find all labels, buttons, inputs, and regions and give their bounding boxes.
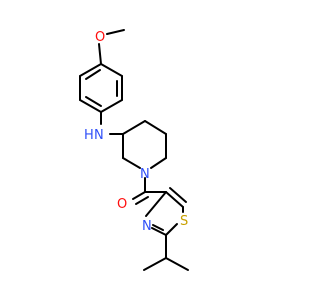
structure-svg: O N H N O N S (79, 29, 189, 271)
bond-pip4 (150, 157, 167, 169)
bond-thz-c4c5-double (169, 187, 187, 203)
bond-ar-double2 (85, 96, 102, 107)
bond-o-aryl (98, 43, 102, 65)
bond-ar-double3 (85, 69, 101, 80)
bond-methyl-o (106, 29, 125, 35)
atom-n-piperidine: N (140, 167, 150, 182)
bond-ar3 (100, 99, 123, 113)
bond-thz-sc2 (165, 223, 178, 236)
bond-co-a (132, 191, 146, 200)
bond-pip2 (144, 120, 167, 135)
bond-ch-me1 (143, 257, 167, 271)
atom-s-thiazole: S (180, 214, 188, 229)
bond-thz-c4c5 (165, 191, 184, 208)
atom-n-thiazole: N (142, 219, 152, 234)
bond-pip5 (122, 157, 141, 169)
bond-thz-nc4 (145, 191, 167, 217)
atom-o-methoxy: O (95, 30, 105, 45)
bond-pip1 (122, 120, 146, 135)
atom-nh-h: H (84, 128, 94, 143)
bond-co-b (135, 196, 149, 205)
bond-ar1 (100, 63, 123, 77)
bond-ch-me2 (165, 257, 189, 271)
bond-thz-c2n (151, 227, 167, 236)
bond-thz-c2n-double (152, 224, 164, 231)
bond-ar6 (79, 63, 102, 77)
molecule-diagram: O N H N O N S (79, 29, 189, 271)
atom-o-carbonyl: O (117, 197, 127, 212)
bond-ar4 (79, 99, 102, 113)
atom-nh-n: N (94, 128, 104, 143)
